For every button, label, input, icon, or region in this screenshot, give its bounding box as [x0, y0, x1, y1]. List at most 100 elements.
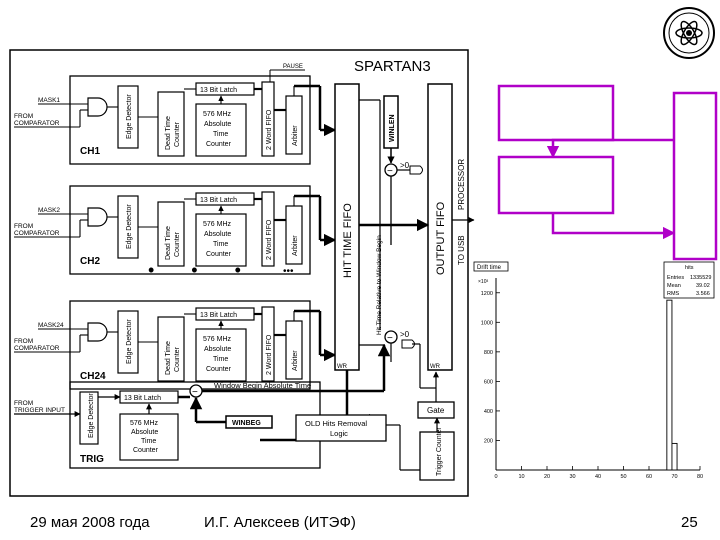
channel-from-label: FROM — [14, 338, 33, 345]
processor-label: PROCESSOR — [457, 159, 466, 210]
footer-date: 29 мая 2008 года — [30, 514, 150, 531]
channel-from-label: FROM — [14, 223, 33, 230]
magenta-box-mid — [497, 155, 615, 215]
edge-detector-label: Edge Detector — [126, 204, 133, 249]
hist-x-tick-label: 0 — [494, 474, 497, 480]
old-hits-label: OLD Hits Removal — [305, 419, 367, 428]
trig-counter-line: 576 MHz — [130, 420, 159, 427]
hist-x-tick-label: 50 — [620, 474, 626, 480]
footer-page-number: 25 — [681, 514, 698, 531]
absolute-time-counter — [195, 328, 247, 382]
histogram-title: Drift time — [477, 265, 502, 271]
pause-label: PAUSE — [283, 64, 303, 70]
trigger-counter-label: Trigger Counter — [436, 427, 443, 476]
dead-time-label: Dead Time — [165, 116, 172, 150]
hist-bin — [666, 299, 673, 471]
two-word-fifo-label: 2 Word FIFO — [266, 334, 273, 375]
histogram-exponent: ×10³ — [478, 279, 488, 285]
arbiter-label: Arbiter — [292, 235, 299, 256]
hist-y-tick-label: 800 — [484, 350, 493, 356]
trig-name: TRIG — [80, 454, 104, 465]
and-gate-icon — [87, 97, 108, 117]
channel-comparator-label: COMPARATOR — [14, 230, 60, 237]
trig-edge-detector-label: Edge Detector — [88, 393, 95, 438]
minus-sign: − — [192, 387, 198, 398]
counter-label: 576 MHz — [203, 336, 232, 343]
output-fifo — [427, 83, 453, 371]
counter-label: Time — [213, 356, 228, 363]
window-begin-label: Window Begin Absolute Time — [214, 381, 311, 390]
hist-x-tick-label: 10 — [518, 474, 524, 480]
channel-mask-label: MASK24 — [38, 322, 64, 329]
counter-label: Time — [213, 131, 228, 138]
stats-entries-value: 1335529 — [690, 275, 711, 281]
stats-mean-value: 39.02 — [696, 283, 710, 289]
hit-time-fifo-label: HIT TIME FIFO — [342, 203, 354, 278]
two-word-fifo-label: 2 Word FIFO — [266, 109, 273, 150]
hist-y-tick-label: 200 — [484, 438, 493, 444]
latch-label: 13 Bit Latch — [200, 87, 237, 94]
hist-x-tick-label: 60 — [646, 474, 652, 480]
channel-comparator-label: COMPARATOR — [14, 345, 60, 352]
latch-label: 13 Bit Latch — [200, 197, 237, 204]
hist-y-tick-label: 600 — [484, 379, 493, 385]
footer-author: И.Г. Алексеев (ИТЭФ) — [204, 514, 356, 531]
channel-comparator-label: COMPARATOR — [14, 120, 60, 127]
counter-label: Absolute — [204, 346, 231, 353]
stats-rms-value: 3.566 — [696, 291, 710, 297]
gt-zero-top: >0 — [400, 161, 410, 170]
drift-time-histogram: Drift time ×10³ hits Entries 1335529 Mea… — [473, 261, 715, 480]
channel-from-label: FROM — [14, 113, 33, 120]
spartan3-label: SPARTAN3 — [354, 58, 431, 75]
counter-label: Counter — [206, 366, 232, 373]
channel-frame — [69, 75, 311, 165]
stats-box-name: hits — [685, 265, 694, 271]
channel-mask-label: MASK1 — [38, 97, 60, 104]
counter-label: Counter — [206, 251, 232, 258]
dead-time-label: Counter — [174, 346, 181, 372]
two-word-fifo-label: 2 Word FIFO — [266, 219, 273, 260]
channel-name: CH1 — [80, 146, 100, 157]
gate-label: Gate — [427, 406, 445, 415]
old-hits-label: Logic — [330, 429, 348, 438]
channel-name: CH2 — [80, 256, 100, 267]
channel-name: CH24 — [80, 371, 106, 382]
channel-frame — [69, 185, 311, 275]
hist-x-tick-label: 80 — [697, 474, 703, 480]
hist-y-tick-label: 1200 — [481, 291, 493, 297]
hist-x-tick-label: 70 — [671, 474, 677, 480]
minus-sign: − — [387, 333, 393, 344]
stats-rms-label: RMS — [667, 291, 680, 297]
itep-logo-icon — [663, 7, 715, 59]
trig-edge-detector — [79, 391, 99, 445]
spartan3-frame — [9, 49, 469, 497]
magenta-box-right — [672, 91, 718, 261]
latch-label: 13 Bit Latch — [200, 312, 237, 319]
channel-ellipsis: • • • — [148, 260, 257, 280]
hist-x-tick-label: 40 — [595, 474, 601, 480]
stats-mean-label: Mean — [667, 283, 681, 289]
hist-y-tick-label: 400 — [484, 409, 493, 415]
and-gate-icon — [87, 322, 108, 342]
hist-bin — [671, 442, 678, 471]
hit-fifo-wr-label: WR — [337, 364, 348, 370]
dead-time-counter — [157, 201, 185, 267]
winbeg-label: WINBEG — [232, 420, 261, 427]
hist-x-tick-label: 30 — [569, 474, 575, 480]
dead-time-counter — [157, 316, 185, 382]
magenta-box-top — [497, 84, 615, 142]
two-word-fifo — [261, 191, 275, 267]
counter-label: 576 MHz — [203, 111, 232, 118]
edge-detector-label: Edge Detector — [126, 94, 133, 139]
to-usb-label: TO USB — [457, 235, 466, 265]
trig-counter-line: Time — [141, 438, 156, 445]
arbiter-label: Arbiter — [292, 350, 299, 371]
output-fifo-label: OUTPUT FIFO — [435, 201, 447, 275]
stats-entries-label: Entries — [667, 275, 684, 281]
hist-x-tick-label: 20 — [544, 474, 550, 480]
winlen-label: WINLEN — [389, 114, 396, 142]
